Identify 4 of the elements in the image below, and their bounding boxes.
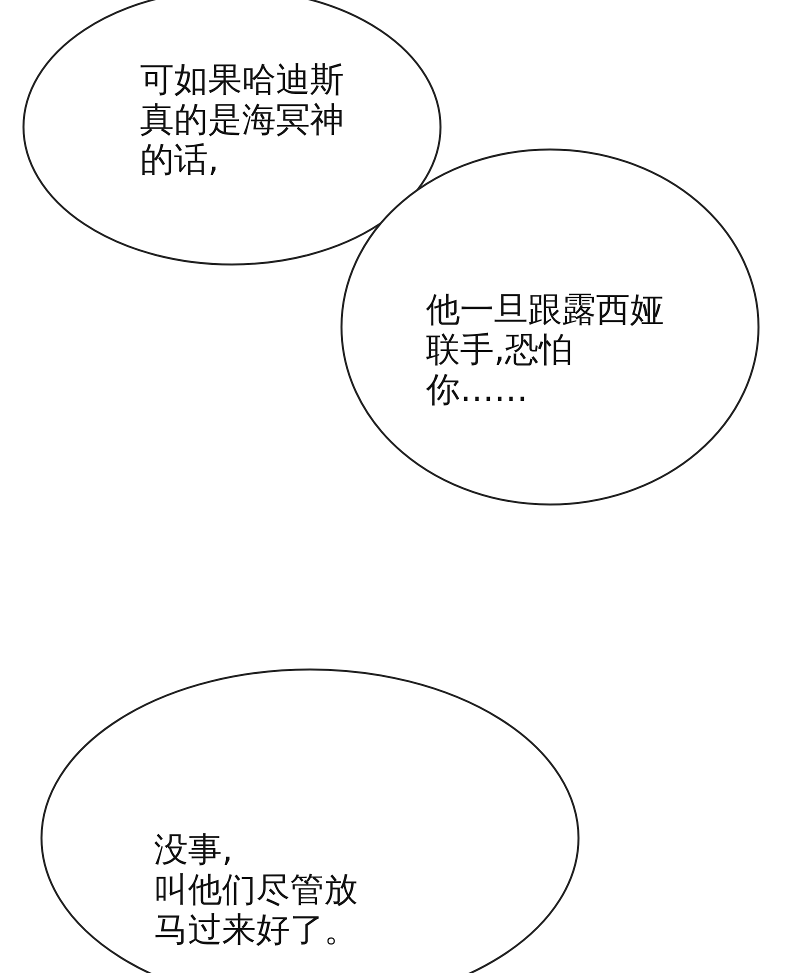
dialogue-text: 他一旦跟露西娅联手,恐怕你…… [426,290,665,410]
dialogue-text: 没事, [154,830,234,870]
dialogue-text: 叫他们尽管放马过来好了。 [154,870,359,950]
dialogue-text: 可如果哈迪斯真的是海冥神的话, [140,60,345,180]
